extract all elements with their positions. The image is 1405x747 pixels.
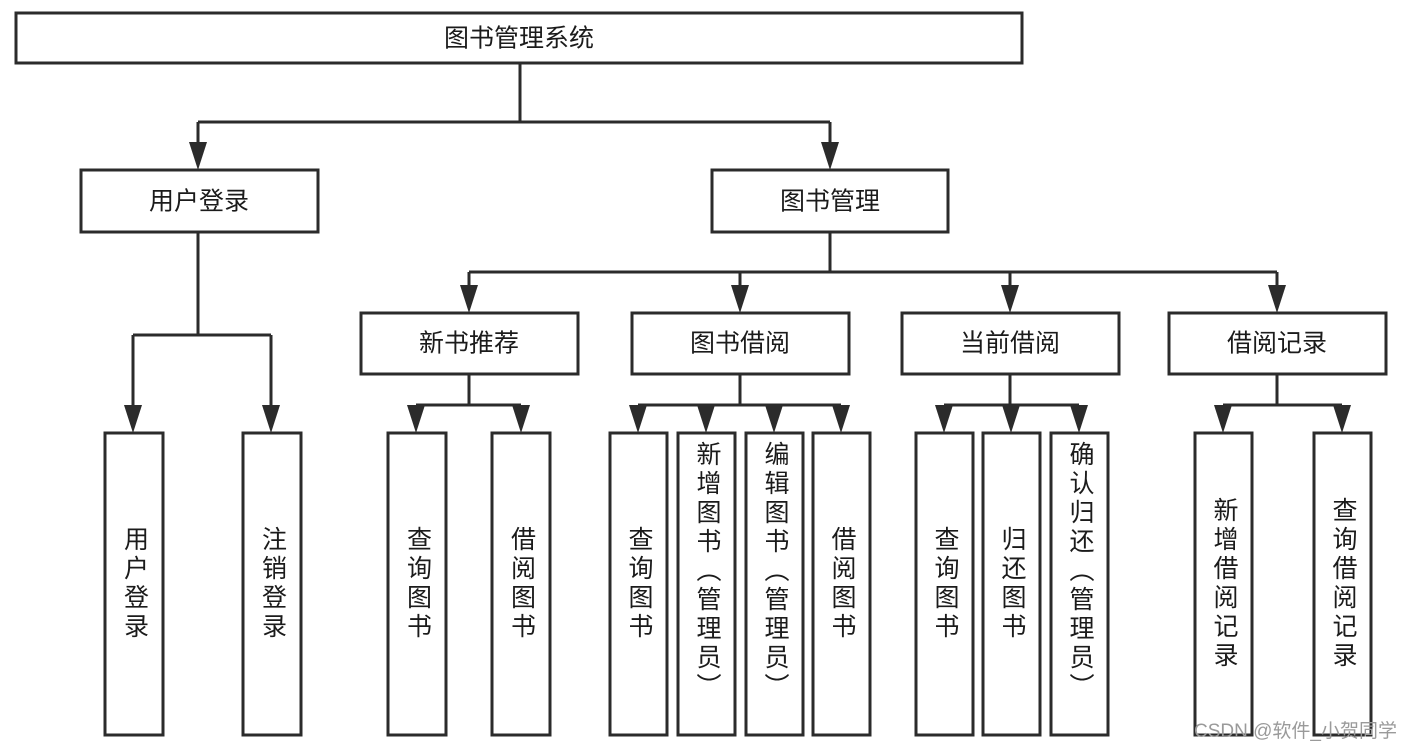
arrow-current-borrow-leaf-2 xyxy=(1002,405,1020,433)
node-leaf-query-record-box[interactable] xyxy=(1312,431,1373,737)
arrow-user-login-leaf-1 xyxy=(124,405,142,433)
arrow-current-borrow-leaf-1 xyxy=(935,405,953,433)
edge-group-borrow-record xyxy=(1214,374,1351,433)
node-leaf-query-book-1-box[interactable] xyxy=(386,431,448,737)
arrow-book-borrow-leaf-4 xyxy=(832,405,850,433)
node-leaf-query-book-2-box[interactable] xyxy=(608,431,669,737)
node-leaf-borrow-book-2-box[interactable] xyxy=(811,431,872,737)
watermark-text: CSDN @软件_小贺同学 xyxy=(1194,721,1397,742)
node-new-book-label: 新书推荐 xyxy=(419,330,519,358)
edge-group-book-mgmt xyxy=(460,232,1286,313)
arrow-book-borrow-leaf-3 xyxy=(765,405,783,433)
node-current-borrow-label: 当前借阅 xyxy=(960,330,1060,358)
edge-group-user-login xyxy=(124,232,280,433)
edge-group-new-book xyxy=(407,374,530,433)
arrow-book-mgmt-to-current-borrow xyxy=(1001,285,1019,313)
node-leaf-return-book-box[interactable] xyxy=(981,431,1042,737)
arrow-borrow-record-leaf-2 xyxy=(1333,405,1351,433)
node-new-book-box[interactable] xyxy=(359,311,580,376)
node-leaf-edit-book-box[interactable] xyxy=(744,431,805,737)
node-borrow-record-label: 借阅记录 xyxy=(1227,330,1327,358)
edge-group-root xyxy=(189,63,839,170)
node-book-borrow-label: 图书借阅 xyxy=(690,330,790,358)
edge-group-current-borrow xyxy=(935,374,1088,433)
arrow-book-borrow-leaf-1 xyxy=(629,405,647,433)
arrow-root-to-user-login xyxy=(189,142,207,170)
arrow-new-book-leaf-1 xyxy=(407,405,425,433)
node-current-borrow-box[interactable] xyxy=(900,311,1121,376)
node-leaf-add-book-box[interactable] xyxy=(676,431,737,737)
node-book-mgmt-label: 图书管理 xyxy=(780,188,880,216)
node-user-login-box[interactable] xyxy=(79,168,320,234)
node-book-borrow-box[interactable] xyxy=(630,311,851,376)
node-leaf-query-book-3-box[interactable] xyxy=(914,431,975,737)
node-root-label: 图书管理系统 xyxy=(444,25,594,53)
edge-group-book-borrow xyxy=(629,374,850,433)
arrow-user-login-leaf-2 xyxy=(262,405,280,433)
node-leaf-add-record-box[interactable] xyxy=(1193,431,1254,737)
node-root-box[interactable] xyxy=(14,11,1024,65)
arrow-book-mgmt-to-borrow-record xyxy=(1268,285,1286,313)
arrow-borrow-record-leaf-1 xyxy=(1214,405,1232,433)
arrow-current-borrow-leaf-3 xyxy=(1070,405,1088,433)
arrow-root-to-book-mgmt xyxy=(821,142,839,170)
arrow-book-borrow-leaf-2 xyxy=(697,405,715,433)
node-borrow-record-box[interactable] xyxy=(1167,311,1388,376)
arrow-new-book-leaf-2 xyxy=(512,405,530,433)
node-book-mgmt-box[interactable] xyxy=(710,168,950,234)
arrow-book-mgmt-to-new-book xyxy=(460,285,478,313)
node-leaf-confirm-return-box[interactable] xyxy=(1049,431,1110,737)
node-user-login-label: 用户登录 xyxy=(149,188,249,216)
node-leaf-borrow-book-1-box[interactable] xyxy=(490,431,552,737)
node-leaf-logout-box[interactable] xyxy=(241,431,303,737)
node-leaf-user-login-box[interactable] xyxy=(103,431,165,737)
arrow-book-mgmt-to-book-borrow xyxy=(731,285,749,313)
